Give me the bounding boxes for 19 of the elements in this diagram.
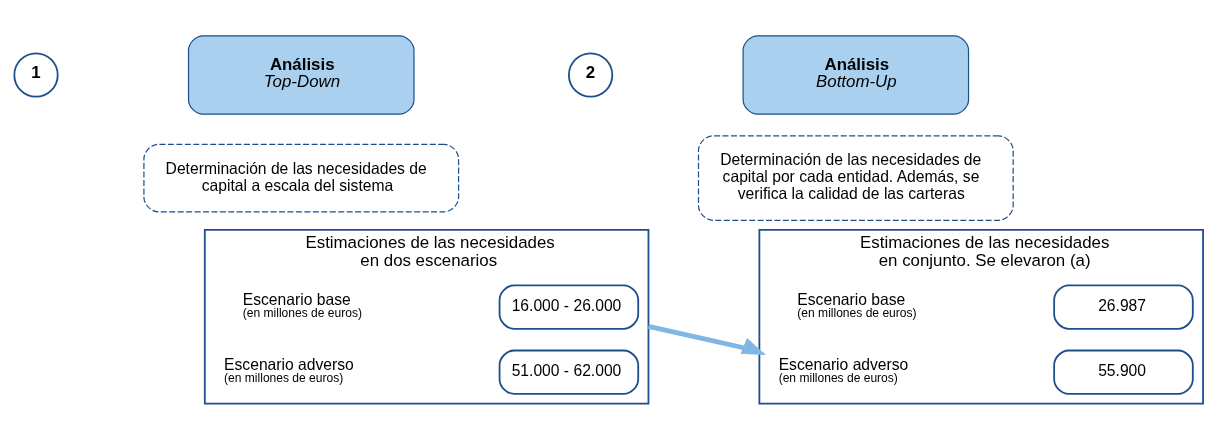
node-label: Escenario adverso <box>224 355 354 373</box>
node-label: Escenario base <box>242 290 351 308</box>
node-label: Escenario adverso <box>778 355 909 373</box>
node-label: (en millones de euros) <box>797 305 917 320</box>
node-box: 55.900 <box>1053 349 1194 395</box>
node-label: Escenario base <box>797 290 906 308</box>
node-box: Determinación de las necesidades de capital por cada entidad. Además, se verifica la calidad de las carteras <box>697 134 1014 221</box>
node-box: Determinación de las necesidades de capital a escala del sistema <box>143 143 460 212</box>
node-circle: 1 <box>13 51 59 98</box>
node-box: 16.000 - 26.000 <box>498 283 640 330</box>
node-label: (en millones de euros) <box>242 305 362 320</box>
node-box: Análisis Bottom-Up <box>742 34 970 115</box>
arrow <box>647 323 767 355</box>
node-box: 51.000 - 62.000 <box>498 349 640 395</box>
node-circle: 2 <box>568 51 614 98</box>
node-label: (en millones de euros) <box>778 370 898 385</box>
node-label: (en millones de euros) <box>224 370 344 385</box>
node-box: 26.987 <box>1053 283 1194 330</box>
node-box: Análisis Top-Down <box>187 34 415 115</box>
